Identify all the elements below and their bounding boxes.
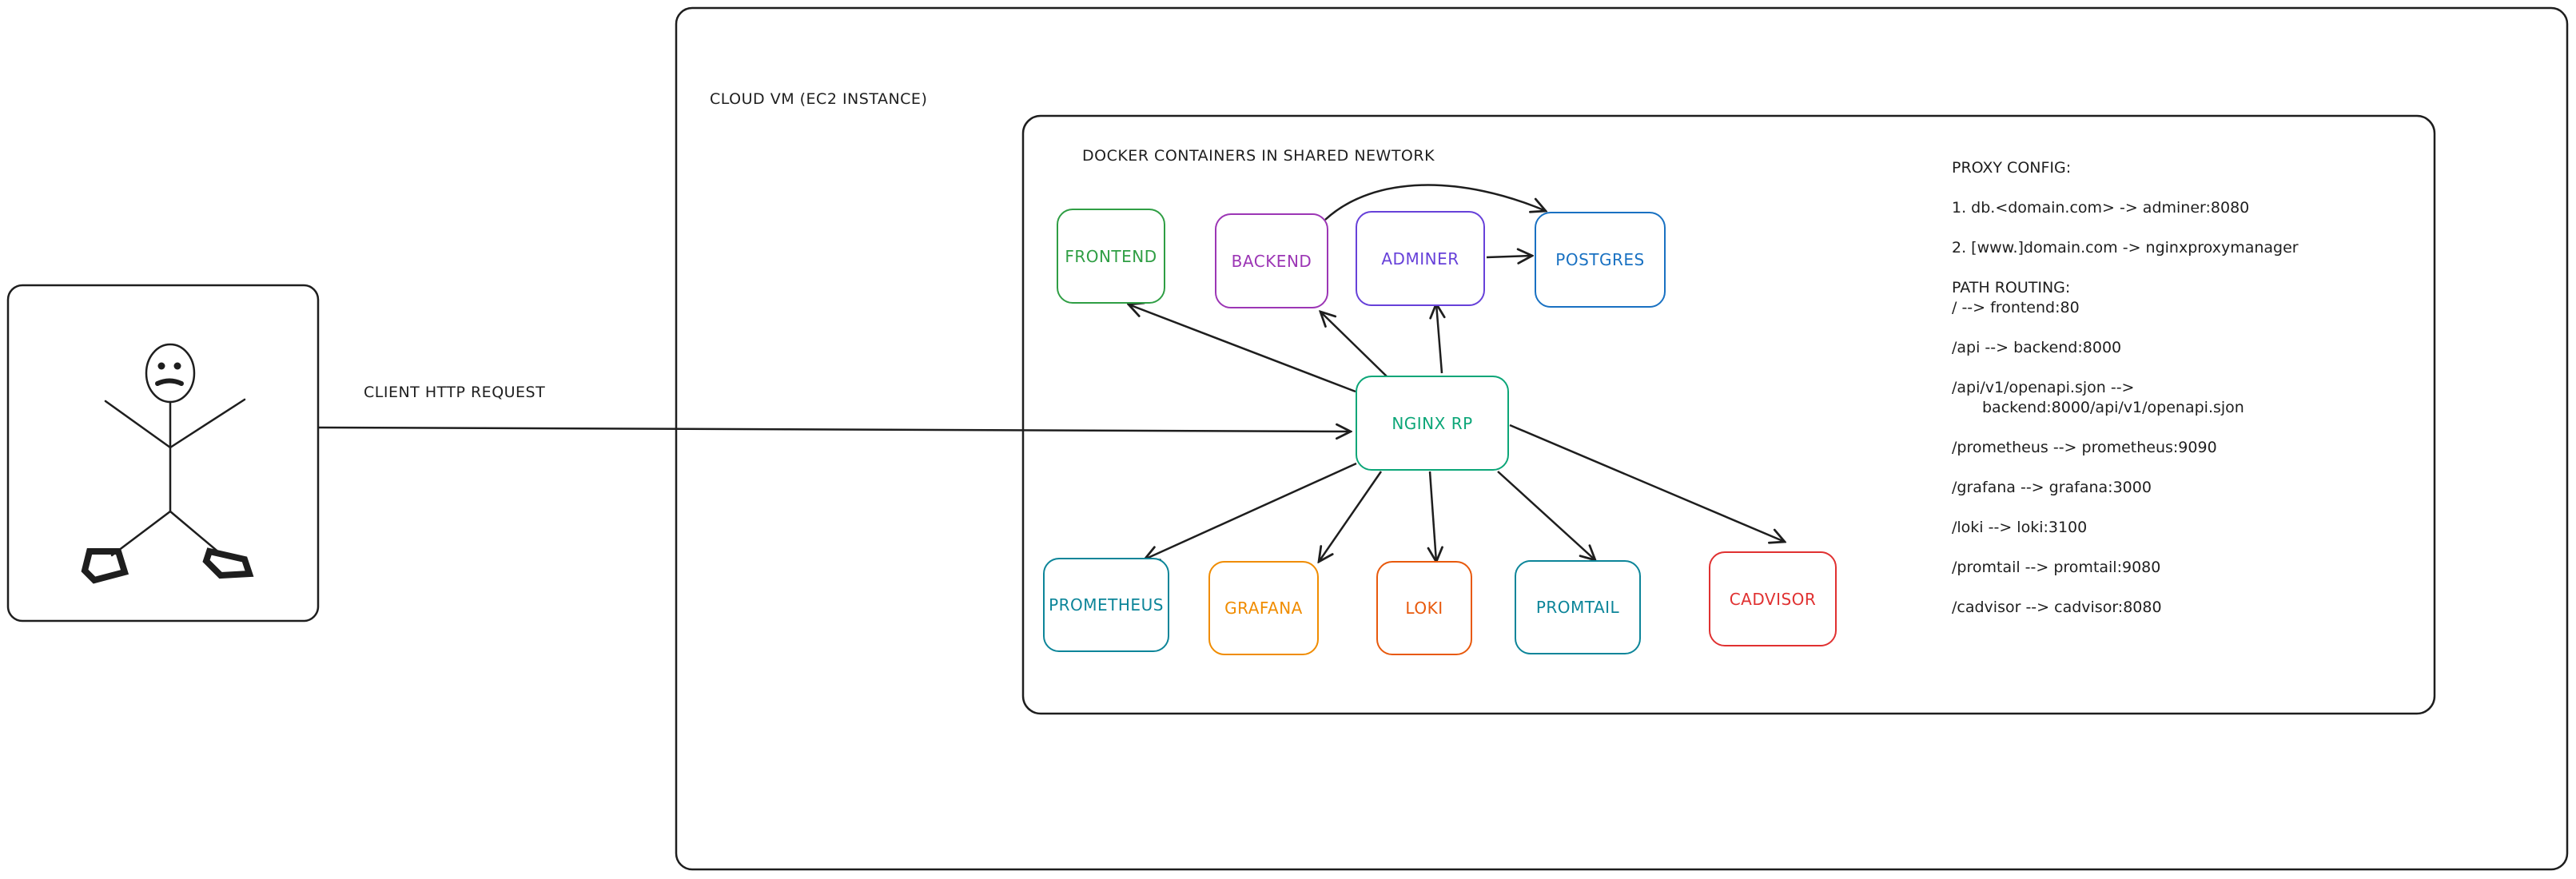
- arrow-nginx-to-frontend: [1129, 304, 1356, 393]
- node-loki[interactable]: LOKI: [1376, 561, 1472, 655]
- user-stick-figure-icon: [81, 343, 254, 584]
- node-promtail[interactable]: PROMTAIL: [1515, 560, 1641, 654]
- route-prometheus: /prometheus --> prometheus:9090: [1952, 439, 2217, 456]
- route-openapi-target: backend:8000/api/v1/openapi.sjon: [1982, 399, 2244, 416]
- arrow-nginx-to-cadvisor: [1509, 424, 1785, 542]
- node-backend[interactable]: BACKEND: [1215, 213, 1328, 308]
- node-prometheus[interactable]: PROMETHEUS: [1043, 558, 1169, 652]
- route-openapi: /api/v1/openapi.sjon -->: [1952, 379, 2135, 396]
- client-request-arrow: [317, 428, 1351, 432]
- arrow-nginx-to-adminer: [1436, 304, 1442, 374]
- path-routing-title: PATH ROUTING:: [1952, 279, 2071, 296]
- proxy-config-notes: PROXY CONFIG: 1. db.<domain.com> -> admi…: [1952, 158, 2299, 618]
- route-loki: /loki --> loki:3100: [1952, 519, 2088, 536]
- client-request-label: CLIENT HTTP REQUEST: [364, 384, 546, 401]
- arrow-adminer-to-postgres: [1486, 256, 1532, 257]
- arrow-nginx-to-promtail: [1497, 471, 1595, 560]
- node-frontend[interactable]: FRONTEND: [1057, 209, 1165, 304]
- route-promtail: /promtail --> promtail:9080: [1952, 559, 2161, 576]
- arrow-nginx-to-loki: [1430, 471, 1436, 562]
- proxy-rule-1: 1. db.<domain.com> -> adminer:8080: [1952, 199, 2250, 217]
- proxy-rule-2: 2. [www.]domain.com -> nginxproxymanager: [1952, 239, 2299, 257]
- node-postgres[interactable]: POSTGRES: [1535, 212, 1666, 308]
- node-cadvisor[interactable]: CADVISOR: [1709, 551, 1837, 646]
- arrow-backend-to-postgres: [1324, 184, 1546, 221]
- user-frame: [6, 284, 320, 622]
- route-cadvisor: /cadvisor --> cadvisor:8080: [1952, 599, 2162, 616]
- docker-network-frame: [1021, 114, 2436, 715]
- arrow-nginx-to-backend: [1320, 312, 1388, 377]
- arrow-nginx-to-prometheus: [1145, 462, 1357, 559]
- arrow-nginx-to-grafana: [1319, 471, 1383, 562]
- docker-network-label: DOCKER CONTAINERS IN SHARED NEWTORK: [1082, 147, 1435, 165]
- node-nginx[interactable]: NGINX RP: [1356, 376, 1509, 471]
- route-api: /api --> backend:8000: [1952, 339, 2122, 356]
- cloud-vm-frame: [675, 6, 2569, 871]
- node-grafana[interactable]: GRAFANA: [1208, 561, 1319, 655]
- route-root: / --> frontend:80: [1952, 299, 2080, 316]
- node-adminer[interactable]: ADMINER: [1356, 211, 1485, 306]
- route-grafana: /grafana --> grafana:3000: [1952, 479, 2152, 496]
- cloud-vm-label: CLOUD VM (EC2 INSTANCE): [710, 90, 928, 108]
- proxy-config-title: PROXY CONFIG:: [1952, 159, 2072, 177]
